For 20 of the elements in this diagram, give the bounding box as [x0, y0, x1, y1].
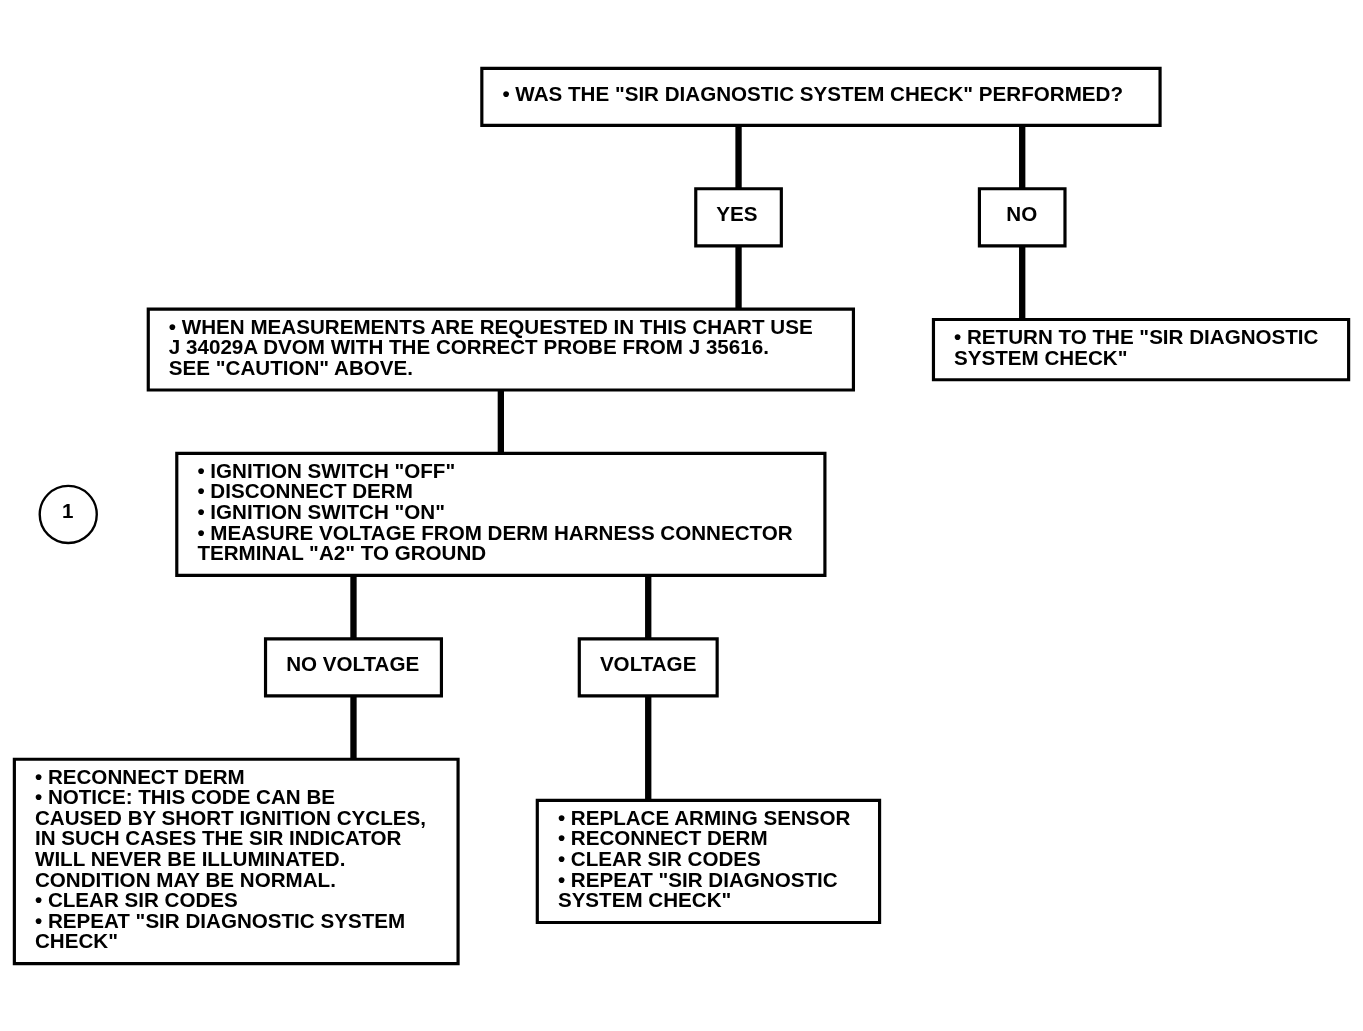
connector — [735, 245, 742, 309]
node-box: • WHEN MEASUREMENTS ARE REQUESTED IN THIS CHART USE J 34029A DVOM WITH THE CORRECT PROBE FROM J 35616. SEE "CAUTION" ABOVE. — [146, 307, 855, 392]
node-box: NO — [977, 186, 1067, 247]
connector — [1019, 124, 1026, 189]
connector — [350, 695, 357, 759]
node-box: NO VOLTAGE — [263, 636, 443, 697]
connector — [645, 695, 652, 800]
node-box: VOLTAGE — [577, 636, 719, 697]
node-box: • RETURN TO THE "SIR DIAGNOSTIC SYSTEM CHECK" — [931, 317, 1351, 381]
connector — [645, 575, 652, 639]
node-box: • IGNITION SWITCH "OFF" • DISCONNECT DERM • IGNITION SWITCH "ON" • MEASURE VOLTAGE FROM DERM HARNESS CONNECTOR TERMINAL "A2" TO GROUND — [175, 451, 827, 577]
node-box: • RECONNECT DERM • NOTICE: THIS CODE CAN BE CAUSED BY SHORT IGNITION CYCLES, IN SUCH CASES THE SIR INDICATOR WILL NEVER BE ILLUMINATED. CONDITION MAY BE NORMAL. • CLEAR SIR CODES • REPEAT "SIR DIAGNOSTIC SYSTEM CHECK" — [12, 757, 460, 965]
connector — [350, 575, 357, 639]
node-box: YES — [694, 186, 783, 247]
node-box: • WAS THE "SIR DIAGNOSTIC SYSTEM CHECK" PERFORMED? — [480, 66, 1162, 127]
node-circle: 1 — [38, 484, 98, 544]
connector — [735, 124, 742, 189]
node-box: • REPLACE ARMING SENSOR • RECONNECT DERM • CLEAR SIR CODES • REPEAT "SIR DIAGNOSTIC SYSTEM CHECK" — [535, 798, 882, 924]
connector — [1019, 245, 1026, 319]
connector — [497, 389, 505, 453]
